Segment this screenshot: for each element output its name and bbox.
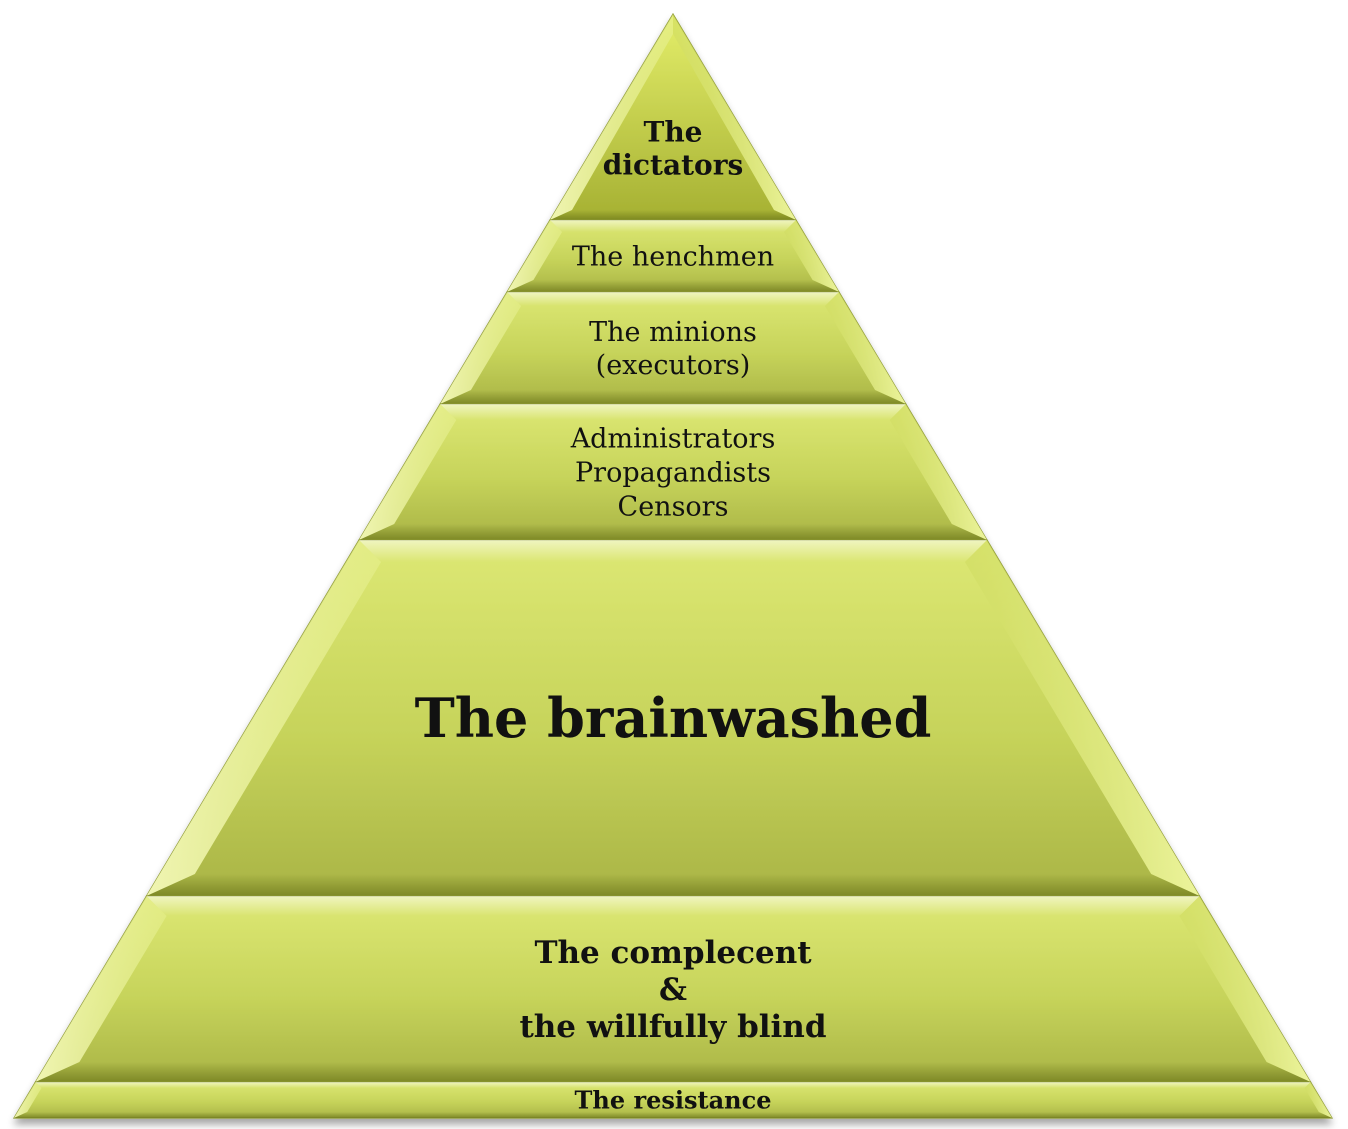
tier-bevel-left	[359, 404, 457, 540]
tier-label-line: the willfully blind	[519, 1009, 826, 1045]
tier-henchmen	[505, 219, 841, 293]
tier-label-line: Administrators	[570, 423, 776, 454]
tier-bevel-right	[889, 404, 987, 540]
tier-brainwashed	[145, 539, 1201, 897]
tier-bevel-left	[146, 540, 382, 896]
tier-label-minions: The minions(executors)	[589, 317, 757, 381]
tier-bevel-left	[507, 220, 563, 292]
tier-bevel-top	[146, 896, 1200, 916]
tier-label-complecent: The complecent&the willfully blind	[519, 935, 826, 1045]
tier-bevel-top	[440, 404, 906, 420]
tier-bevel-bottom	[550, 210, 796, 220]
tier-label-line: The resistance	[575, 1085, 772, 1114]
tier-bevel-top	[35, 1082, 1311, 1088]
tier-bevel-right	[673, 14, 796, 220]
tier-label-henchmen: The henchmen	[572, 241, 774, 272]
tier-bevel-bottom	[35, 1062, 1311, 1082]
tier-bevel-left	[550, 14, 673, 220]
tier-bevel-bottom	[359, 524, 987, 540]
tier-resistance	[12, 1081, 1334, 1119]
tier-label-resistance: The resistance	[575, 1085, 772, 1114]
tier-bevel-right	[783, 220, 839, 292]
tier-bevel-bottom	[507, 280, 839, 292]
tier-bevel-left	[35, 896, 167, 1082]
tier-bevel-top	[507, 292, 839, 306]
tier-label-line: The brainwashed	[415, 686, 932, 750]
tier-bevel-right	[824, 292, 906, 404]
tier-label-line: dictators	[603, 148, 743, 181]
tier-label-brainwashed: The brainwashed	[415, 686, 932, 750]
tier-label-line: The complecent	[534, 935, 812, 971]
tier-bevel-left	[14, 1082, 42, 1118]
tier-bevel-left	[440, 292, 522, 404]
tier-bevel-bottom	[440, 390, 906, 404]
tier-complecent	[34, 895, 1312, 1083]
tier-label-line: The henchmen	[572, 241, 774, 272]
tier-bevel-top	[550, 220, 796, 232]
tier-bevel-right	[1179, 896, 1311, 1082]
tier-label-line: (executors)	[596, 350, 751, 381]
tier-bevel-top	[359, 540, 987, 562]
tier-bevel-bottom	[14, 1112, 1332, 1118]
tier-label-line: Propagandists	[575, 457, 771, 488]
tier-bevel-right	[1304, 1082, 1332, 1118]
tier-label-line: The minions	[589, 317, 757, 348]
tier-label-line: &	[659, 972, 687, 1008]
tier-bevel-bottom	[146, 874, 1200, 896]
tier-label-line: The	[643, 115, 702, 148]
pyramid-tiers	[12, 12, 1334, 1119]
tier-administrators	[357, 403, 989, 541]
tier-bevel-right	[964, 540, 1200, 896]
tier-dictators	[548, 12, 798, 221]
tier-minions	[439, 291, 907, 405]
tier-label-line: Censors	[618, 491, 729, 522]
